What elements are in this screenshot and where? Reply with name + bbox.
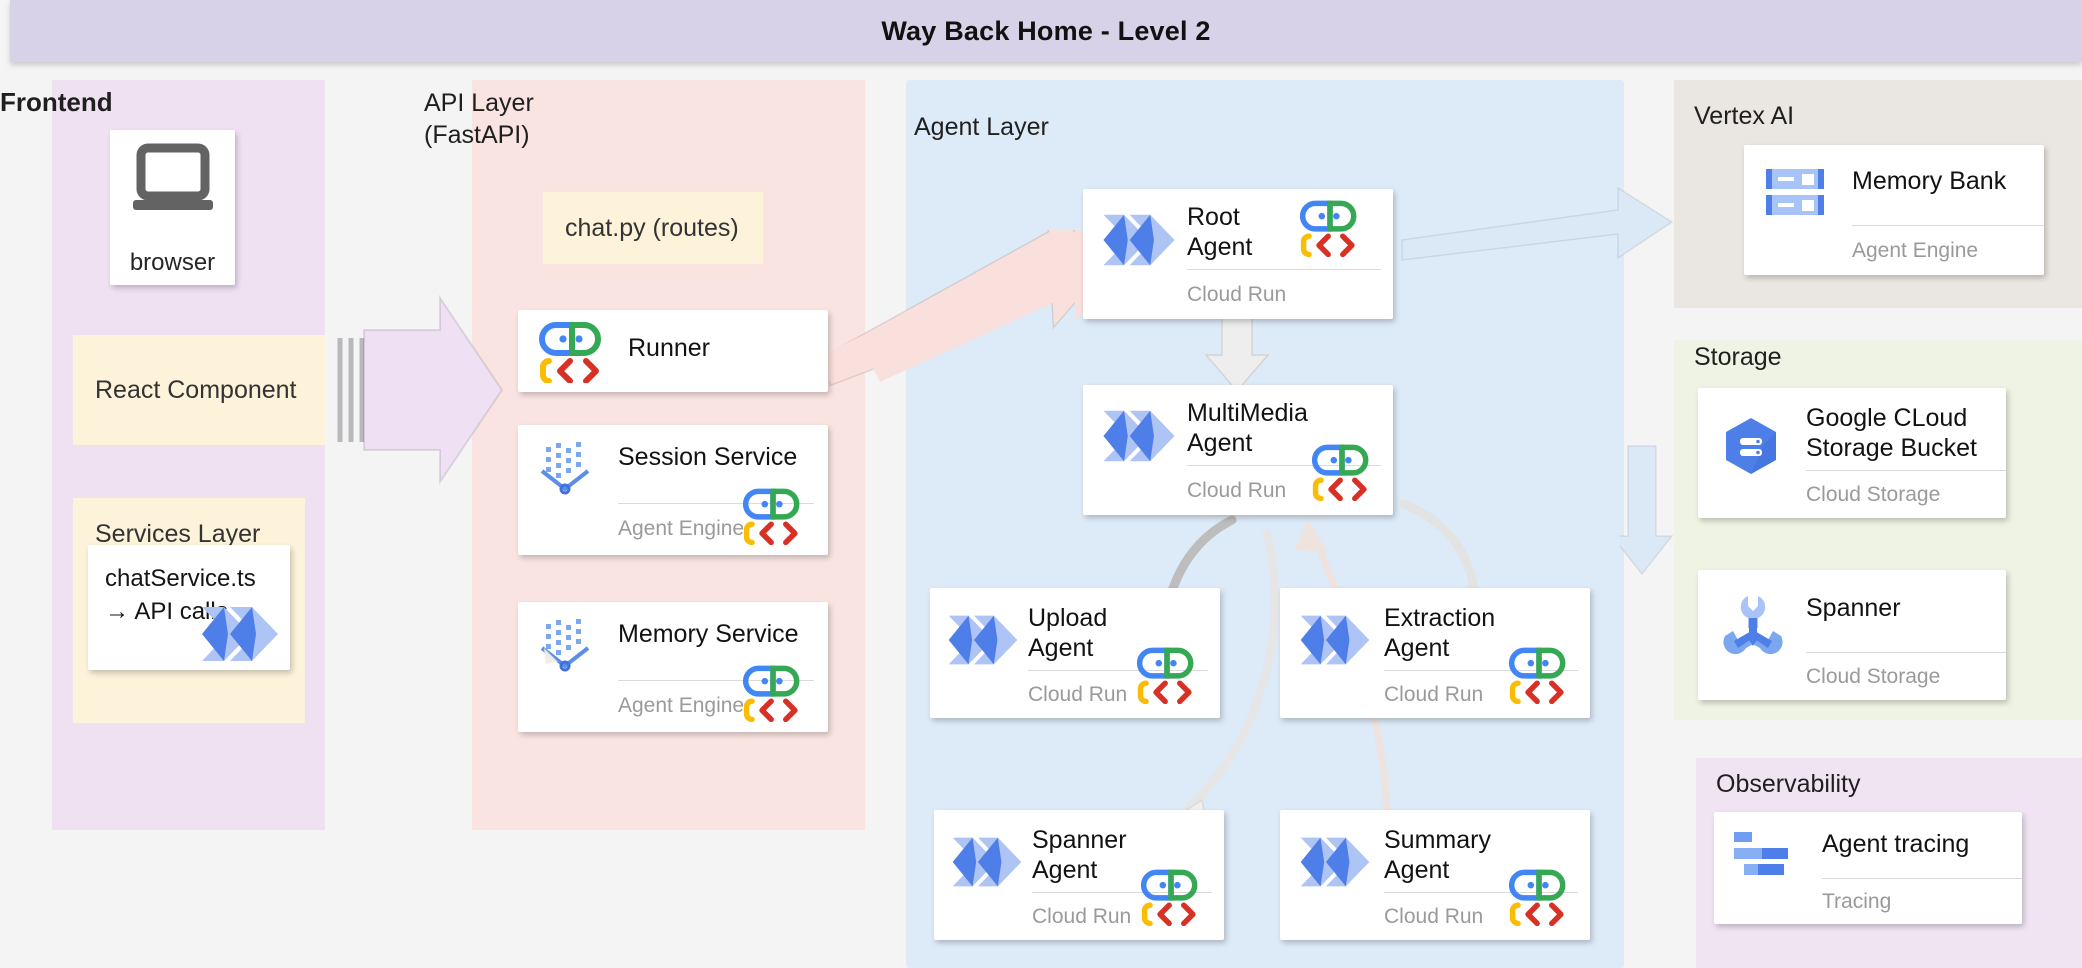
laptop-icon: [133, 143, 213, 210]
card-divider: [618, 503, 814, 504]
card-divider: [1806, 470, 2006, 471]
card-multimedia-agent[interactable]: MultiMedia Agent Cloud Run: [1083, 385, 1393, 515]
services-layer-label: Services Layer: [95, 520, 261, 548]
card-spanner[interactable]: Spanner Cloud Storage: [1698, 570, 2006, 700]
adk-agent-icon: [202, 607, 278, 661]
adk-robot-icon: [1508, 647, 1566, 704]
box-chat-py-routes: chat.py (routes): [543, 192, 763, 264]
agent-engine-icon: [540, 619, 590, 672]
agent-chevron-icon: [948, 615, 1018, 665]
card-root-agent[interactable]: Root Agent Cloud Run: [1083, 189, 1393, 319]
session-service-label: Session Service: [618, 443, 798, 471]
card-divider: [1187, 269, 1381, 270]
card-divider: [1032, 892, 1212, 893]
panel-title-api-layer: API Layer (FastAPI): [424, 89, 534, 149]
card-divider: [1384, 892, 1578, 893]
agent-chevron-icon: [1103, 410, 1175, 462]
arrow-api-to-agent: [820, 230, 1120, 387]
adk-robot-icon: [1311, 444, 1369, 501]
memory-bank-sub: Agent Engine: [1852, 239, 1979, 262]
card-chat-service[interactable]: chatService.ts → API calls: [88, 545, 290, 670]
root-agent-sub: Cloud Run: [1187, 283, 1287, 306]
cloud-storage-bucket-label: Google CLoud Storage Bucket: [1806, 404, 1977, 462]
chat-service-label: chatService.ts → API calls: [105, 565, 256, 625]
spanner-sub: Cloud Storage: [1806, 665, 1941, 688]
spanner-agent-label: Spanner Agent: [1032, 826, 1127, 884]
memory-service-sub: Agent Engine: [618, 694, 745, 717]
card-agent-tracing[interactable]: Agent tracing Tracing: [1714, 812, 2022, 924]
card-session-service[interactable]: Session Service Agent Engine: [518, 425, 828, 555]
summary-agent-label: Summary Agent: [1384, 826, 1491, 884]
spanner-agent-sub: Cloud Run: [1032, 905, 1132, 928]
agent-chevron-icon: [1103, 214, 1175, 266]
arrow-root-to-memory-bank: [1401, 186, 1674, 261]
panel-title-agent-layer: Agent Layer: [914, 113, 1049, 141]
session-service-sub: Agent Engine: [618, 517, 745, 540]
panel-title-vertex-ai: Vertex AI: [1694, 102, 1795, 130]
agent-chevron-icon: [1300, 615, 1370, 665]
chat-py-label: chat.py (routes): [565, 213, 739, 242]
extraction-agent-label: Extraction Agent: [1384, 604, 1496, 662]
adk-robot-icon: [1508, 869, 1566, 926]
cloud-storage-bucket-sub: Cloud Storage: [1806, 483, 1941, 506]
spanner-label: Spanner: [1806, 594, 1901, 622]
memory-bank-icon: [1766, 169, 1824, 215]
adk-robot-icon: [1140, 869, 1198, 926]
card-extraction-agent[interactable]: Extraction Agent Cloud Run: [1280, 588, 1590, 718]
react-component-label: React Component: [95, 375, 297, 404]
adk-robot-icon: [1136, 647, 1194, 704]
arrow-agent-to-storage: [1620, 445, 1674, 576]
card-divider: [1187, 465, 1381, 466]
card-spanner-agent[interactable]: Spanner Agent Cloud Run: [934, 810, 1224, 940]
card-browser[interactable]: browser: [110, 130, 235, 285]
box-react-component: React Component: [73, 335, 325, 445]
adk-robot-icon: [539, 322, 601, 383]
card-cloud-storage-bucket[interactable]: Google CLoud Storage Bucket Cloud Storag…: [1698, 388, 2006, 518]
card-divider: [1822, 878, 2022, 879]
adk-robot-icon: [742, 488, 800, 545]
card-runner[interactable]: Runner: [518, 310, 828, 392]
agent-engine-icon: [540, 442, 590, 495]
agent-chevron-icon: [952, 837, 1022, 887]
arrow-root-to-multimedia: [1204, 316, 1270, 393]
title-bar: Way Back Home - Level 2: [10, 0, 2082, 62]
panel-title-observability: Observability: [1716, 770, 1861, 798]
browser-caption: browser: [129, 249, 216, 276]
multimedia-agent-sub: Cloud Run: [1187, 479, 1287, 502]
card-divider: [1806, 652, 2006, 653]
panel-title-storage: Storage: [1694, 343, 1782, 371]
cloud-storage-icon: [1726, 418, 1776, 474]
card-summary-agent[interactable]: Summary Agent Cloud Run: [1280, 810, 1590, 940]
root-agent-label: Root Agent: [1187, 203, 1253, 261]
multimedia-agent-label: MultiMedia Agent: [1187, 399, 1308, 457]
panel-title-frontend: Frontend: [0, 87, 113, 117]
adk-robot-icon: [1299, 200, 1357, 257]
runner-label: Runner: [628, 334, 710, 362]
card-divider: [1028, 670, 1208, 671]
agent-tracing-sub: Tracing: [1822, 890, 1892, 913]
card-memory-bank[interactable]: Memory Bank Agent Engine: [1744, 145, 2044, 275]
extraction-agent-sub: Cloud Run: [1384, 683, 1484, 706]
card-divider: [618, 680, 814, 681]
arrow-frontend-to-api: [337, 294, 504, 486]
card-divider: [1384, 670, 1578, 671]
summary-agent-sub: Cloud Run: [1384, 905, 1484, 928]
adk-robot-icon: [742, 665, 800, 722]
agent-tracing-label: Agent tracing: [1822, 830, 1970, 858]
spanner-icon: [1723, 596, 1783, 655]
memory-service-label: Memory Service: [618, 620, 799, 648]
card-upload-agent[interactable]: Upload Agent Cloud Run: [930, 588, 1220, 718]
card-memory-service[interactable]: Memory Service Agent Engine: [518, 602, 828, 732]
upload-agent-label: Upload Agent: [1028, 604, 1108, 662]
memory-bank-label: Memory Bank: [1852, 167, 2007, 195]
page-title: Way Back Home - Level 2: [881, 15, 1211, 46]
upload-agent-sub: Cloud Run: [1028, 683, 1128, 706]
agent-chevron-icon: [1300, 837, 1370, 887]
card-divider: [1852, 225, 2044, 226]
tracing-icon: [1734, 832, 1788, 875]
